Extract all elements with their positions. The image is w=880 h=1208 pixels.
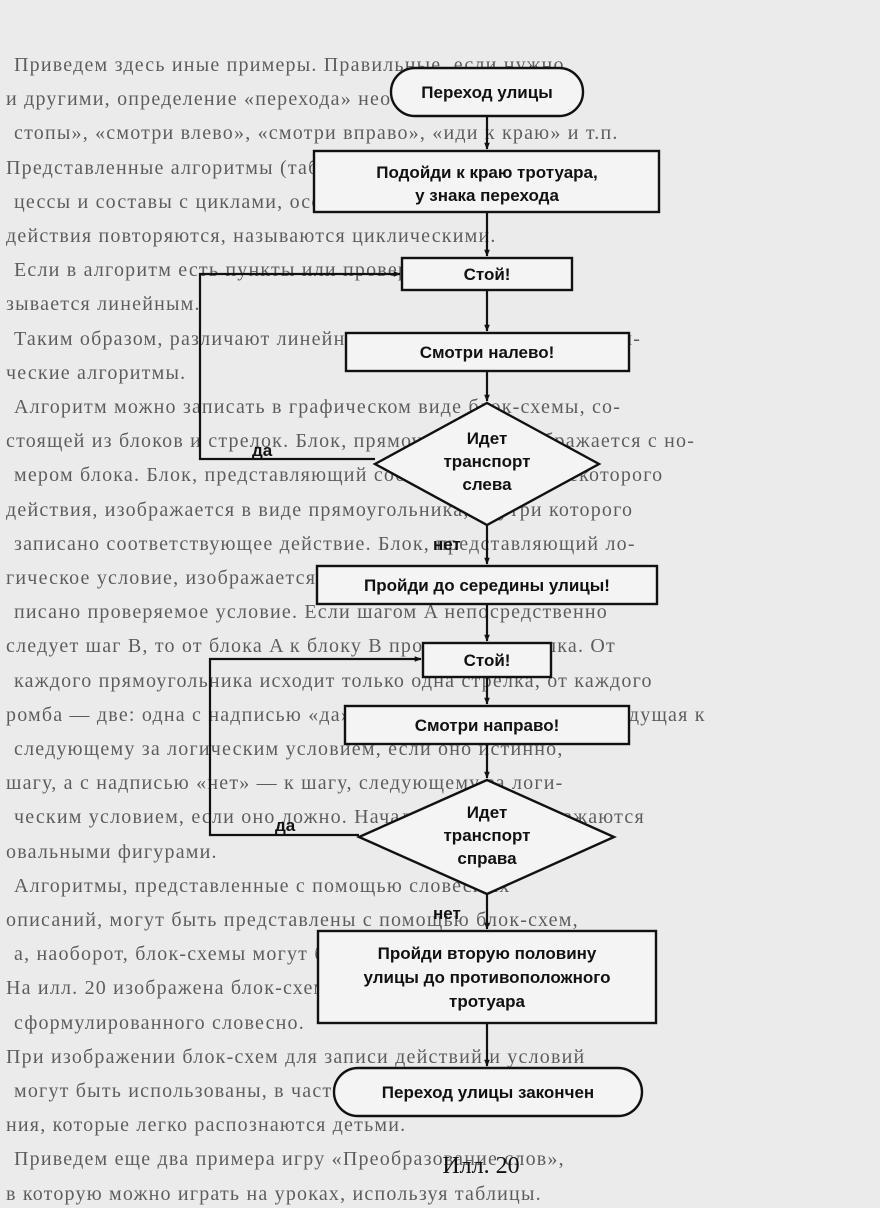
cond-right-line2: транспорт xyxy=(443,826,530,845)
cond-right-line1: Идет xyxy=(467,803,508,822)
edge-label-no-right: нет xyxy=(433,904,461,923)
walk-rest-line3: тротуара xyxy=(449,992,525,1011)
flow-arrows xyxy=(198,116,490,1067)
cond-left-diamond xyxy=(372,401,602,527)
stop1-label: Стой! xyxy=(464,265,511,284)
stop1-box xyxy=(400,256,574,292)
stop2-label: Стой! xyxy=(464,651,511,670)
cond-left-line2: транспорт xyxy=(443,452,530,471)
end-terminator xyxy=(332,1066,644,1118)
end-label: Переход улицы закончен xyxy=(382,1083,594,1102)
walk-middle-box xyxy=(315,564,659,606)
edge-label-yes-right: да xyxy=(275,816,296,835)
step1-label-line1: Подойди к краю тротуара, xyxy=(376,163,597,182)
step1-label-line2: у знака перехода xyxy=(415,186,559,205)
edge-label-no-left: нет xyxy=(433,535,461,554)
look-left-label: Смотри налево! xyxy=(420,343,555,362)
look-right-label: Смотри направо! xyxy=(415,716,560,735)
walk-rest-box xyxy=(316,929,658,1025)
cond-right-line3: справа xyxy=(457,849,517,868)
look-left-box xyxy=(344,331,631,373)
walk-rest-line2: улицы до противоположного xyxy=(364,968,611,987)
start-terminator xyxy=(389,66,585,118)
walk-rest-line1: Пройди вторую половину xyxy=(378,944,597,963)
figure-caption: Илл. 20 xyxy=(442,1153,519,1179)
look-right-box xyxy=(343,704,631,746)
stop2-box xyxy=(421,641,553,679)
walk-middle-label: Пройди до середины улицы! xyxy=(364,576,610,595)
loop-arrow-right-yes xyxy=(208,656,422,837)
cond-right-diamond xyxy=(356,778,617,896)
edge-label-yes-left: да xyxy=(252,441,273,460)
cond-left-line1: Идет xyxy=(467,429,508,448)
step1-box xyxy=(312,149,661,214)
loop-arrow-left-yes xyxy=(198,271,401,461)
cond-left-line3: слева xyxy=(462,475,512,494)
start-label: Переход улицы xyxy=(421,83,552,102)
